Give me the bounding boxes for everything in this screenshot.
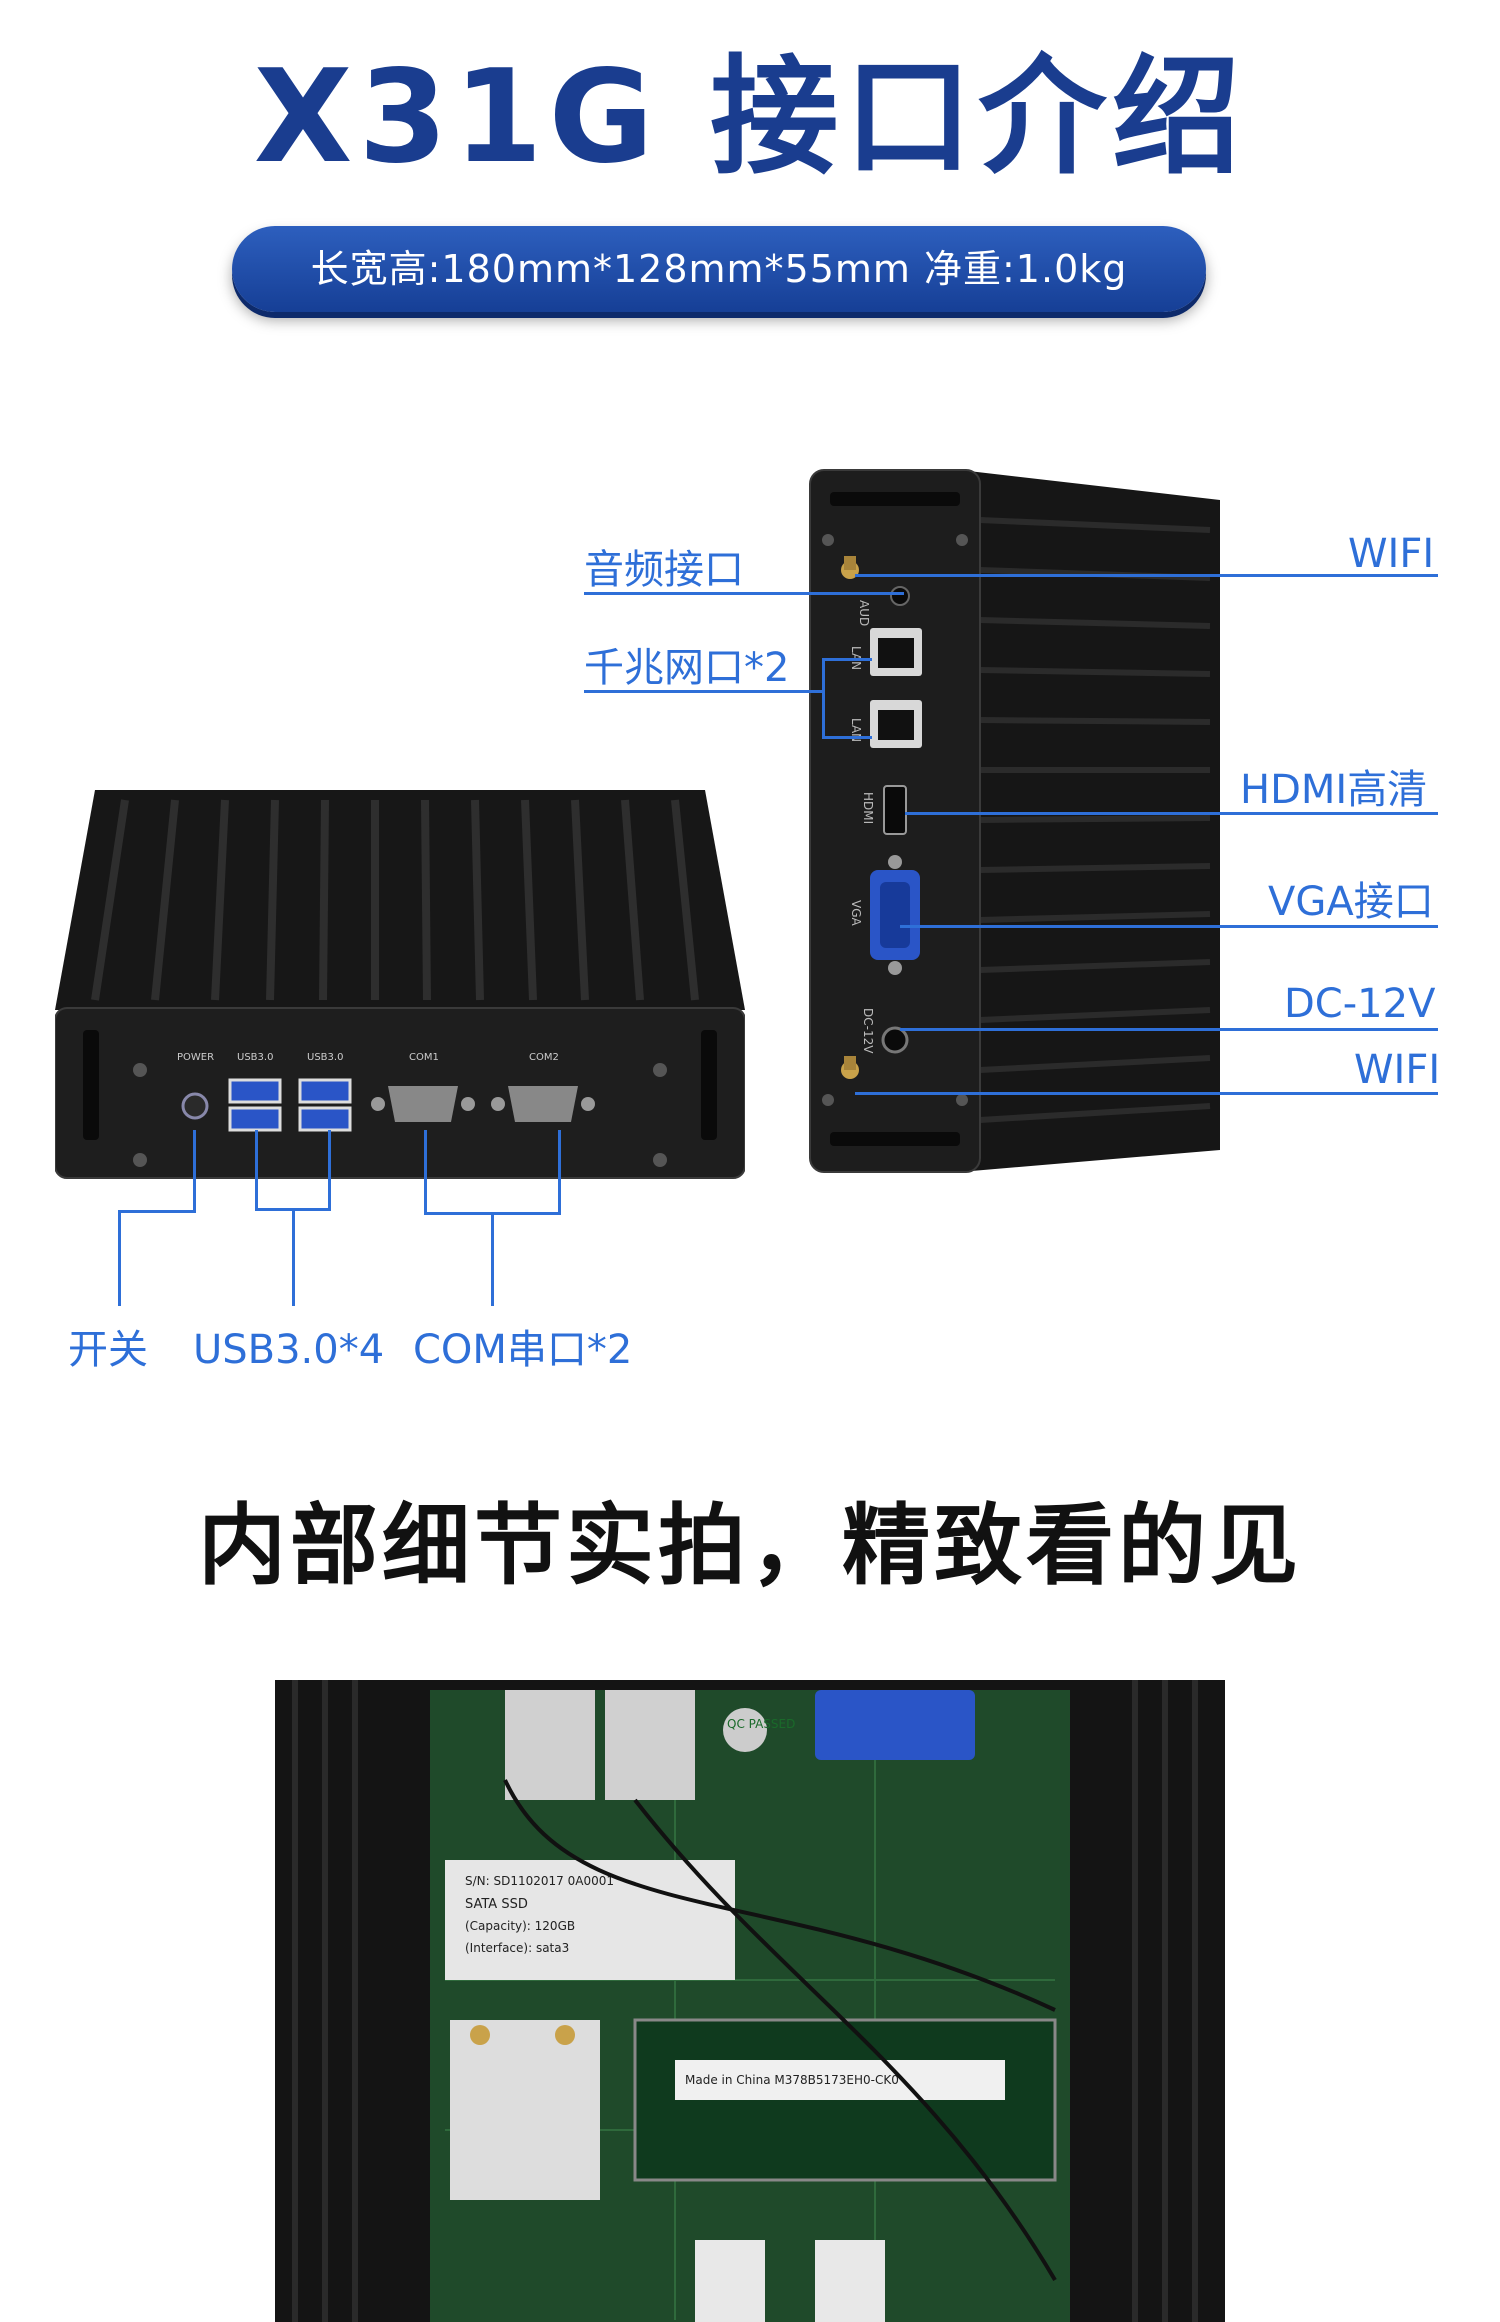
ssd-model: SATA SSD [465, 1897, 528, 1912]
marking-audio: AUD [857, 600, 871, 626]
callout-line-switch-v1 [193, 1130, 196, 1212]
spec-banner: 长宽高:180mm*128mm*55mm 净重:1.0kg [232, 226, 1206, 312]
front-device-image: POWER USB3.0 USB3.0 COM1 COM2 [55, 790, 745, 1179]
marking-vga: VGA [849, 900, 863, 927]
callout-line-com-down [491, 1212, 494, 1306]
callout-line-switch-h [118, 1210, 196, 1213]
callout-line-dc [900, 1028, 1438, 1031]
callout-line-vga [900, 925, 1438, 928]
ssd-capacity: (Capacity): 120GB [465, 1919, 575, 1933]
marking-power: POWER [177, 1052, 214, 1063]
callout-line-lan [584, 690, 824, 693]
label-dc: DC-12V [1284, 981, 1436, 1027]
marking-com2: COM2 [529, 1052, 559, 1063]
callout-line-lan-bracket [822, 658, 825, 738]
callout-line-wifi-bottom [855, 1092, 1438, 1095]
callout-line-wifi-top [855, 574, 1438, 577]
callout-line-switch-v2 [118, 1210, 121, 1306]
qc-sticker-text: QC PASSED [727, 1717, 795, 1731]
callout-line-audio [584, 592, 904, 595]
page-title: X31G 接口介绍 [253, 43, 1247, 192]
marking-com1: COM1 [409, 1052, 439, 1063]
callout-line-com-left [424, 1130, 427, 1214]
marking-usb1: USB3.0 [237, 1052, 273, 1063]
label-switch: 开关 [68, 1327, 148, 1373]
label-audio: 音频接口 [584, 547, 744, 593]
callout-line-hdmi [905, 812, 1438, 815]
callout-line-usb-right [328, 1130, 331, 1210]
callout-line-com-right [558, 1130, 561, 1214]
label-lan: 千兆网口*2 [584, 645, 790, 691]
ram-label: Made in China M378B5173EH0-CK0 [685, 2073, 899, 2087]
label-wifi-top: WIFI [1348, 531, 1435, 577]
section-heading: 内部细节实拍，精致看的见 [197, 1494, 1302, 1597]
label-wifi-bottom: WIFI [1354, 1047, 1441, 1093]
label-vga: VGA接口 [1268, 879, 1434, 925]
rear-device-image: AUD LAN LAN HDMI VGA DC-12V [809, 469, 1220, 1173]
ssd-sn: S/N: SD1102017 0A0001 [465, 1874, 614, 1888]
label-com: COM串口*2 [413, 1327, 633, 1373]
marking-usb2: USB3.0 [307, 1052, 343, 1063]
callout-line-lan-bottom [822, 736, 872, 739]
marking-dc: DC-12V [861, 1008, 875, 1054]
label-hdmi: HDMI高清 [1240, 767, 1428, 813]
marking-hdmi: HDMI [861, 792, 875, 824]
label-usb: USB3.0*4 [193, 1327, 385, 1373]
callout-line-usb-down [292, 1208, 295, 1306]
internal-photo: QC PASSED S/N: SD1102017 0A0001 SATA SSD… [275, 1680, 1225, 2322]
ssd-interface: (Interface): sata3 [465, 1941, 569, 1955]
callout-line-lan-top [822, 658, 872, 661]
callout-line-usb-left [255, 1130, 258, 1210]
